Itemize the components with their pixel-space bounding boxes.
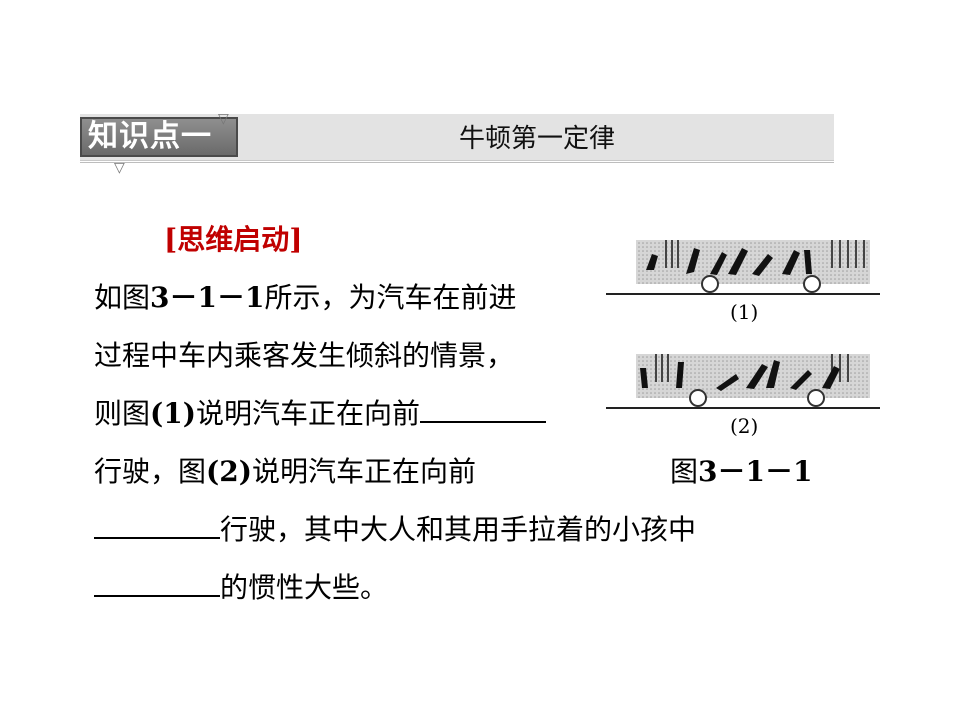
figure-caption: 图3－1－1 [670, 456, 812, 488]
text-fragment: 如图 [94, 281, 151, 314]
figure-label-2: (2) [730, 414, 759, 438]
section-title: 牛顿第一定律 [458, 124, 615, 154]
text-fragment: 则图 [94, 397, 151, 430]
bus-wheel-front [689, 389, 707, 407]
answer-blank-3[interactable] [94, 573, 220, 597]
text-line-5: 行驶，其中大人和其用手拉着的小孩中 [94, 514, 696, 546]
answer-blank-1[interactable] [420, 399, 547, 423]
passengers-leaning-forward [640, 360, 840, 391]
text-line-4: 行驶，图(2)说明汽车正在向前 [94, 456, 476, 488]
passengers-leaning-back [646, 248, 812, 276]
text-fragment: 行驶，图 [94, 455, 207, 488]
bus-wheel-rear [807, 389, 825, 407]
text-fragment: 所示，为汽车在前进 [264, 281, 517, 314]
text-fragment: 行驶，其中大人和其用手拉着的小孩中 [220, 513, 697, 546]
section-heading: [思维启动] [164, 223, 303, 256]
badge-notch-bottom-icon: ▽ [114, 160, 125, 176]
bus-wheel-rear [803, 275, 821, 293]
figure-ref: (2) [206, 455, 252, 488]
text-fragment: 说明汽车正在向前 [252, 455, 477, 488]
bus-wheel-front [701, 275, 719, 293]
bus-illustration-1 [606, 240, 880, 295]
badge-notch-top-icon: ▽ [218, 111, 229, 127]
text-line-6: 的惯性大些。 [94, 572, 388, 604]
text-line-2: 过程中车内乘客发生倾斜的情景， [94, 339, 515, 372]
figure-label-1: (1) [730, 300, 759, 324]
text-line-3: 则图(1)说明汽车正在向前 [94, 397, 547, 430]
bus-window-bars-left [655, 354, 669, 382]
text-fragment: 的惯性大些。 [220, 571, 389, 604]
figure-ref: 3－1－1 [150, 281, 265, 314]
text-fragment: 说明汽车正在向前 [196, 397, 421, 430]
answer-blank-2[interactable] [94, 515, 220, 539]
figure-ref: (1) [150, 397, 196, 430]
header-divider [80, 162, 834, 163]
section-badge: 知识点一 [80, 117, 238, 157]
bus-illustration-2 [606, 354, 880, 409]
bus-window-bars-right [831, 240, 865, 268]
text-line-1: 如图3－1－1所示，为汽车在前进 [94, 282, 516, 314]
text-fragment: 图 [670, 455, 699, 488]
figure-ref: 3－1－1 [698, 455, 813, 488]
bus-window-bars-left [665, 240, 679, 268]
